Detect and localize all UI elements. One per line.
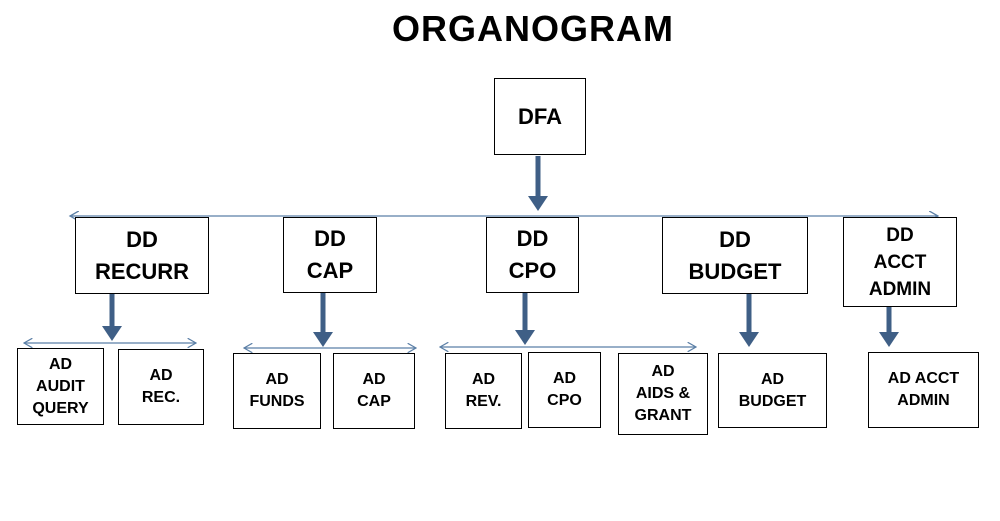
node-ad-budget-label: AD BUDGET	[738, 370, 807, 410]
node-ad-cap: AD CAP	[333, 353, 415, 429]
node-ad-aids-grant: AD AIDS & GRANT	[618, 353, 708, 435]
node-ad-funds-label: AD FUNDS	[249, 371, 305, 410]
node-ad-cap-label: AD CAP	[357, 371, 391, 410]
diagram-title: ORGANOGRAM	[392, 8, 674, 49]
node-ad-funds: AD FUNDS	[233, 353, 321, 429]
node-dd-cap-label: DD CAP	[306, 226, 354, 283]
node-ad-cpo: AD CPO	[528, 352, 601, 428]
node-ad-rec-label: AD REC.	[141, 367, 181, 406]
node-dd-recurr: DD RECURR	[75, 217, 209, 294]
node-ad-audit-query-label: AD AUDIT QUERY	[32, 355, 89, 417]
node-dd-acct-admin: DD ACCT ADMIN	[843, 217, 957, 307]
node-dd-cpo: DD CPO	[486, 217, 579, 293]
node-ad-audit-query: AD AUDIT QUERY	[17, 348, 104, 425]
node-dd-budget-label: DD BUDGET	[688, 226, 782, 284]
node-dd-cpo-label: DD CPO	[508, 226, 557, 283]
node-dd-cap: DD CAP	[283, 217, 377, 293]
node-ad-aids-grant-label: AD AIDS & GRANT	[634, 363, 692, 424]
node-dfa-label: DFA	[518, 103, 562, 129]
node-dd-budget: DD BUDGET	[662, 217, 808, 294]
node-ad-rev-label: AD REV.	[465, 371, 502, 410]
node-ad-rec: AD REC.	[118, 349, 204, 425]
node-ad-cpo-label: AD CPO	[547, 370, 582, 409]
node-dd-acct-admin-label: DD ACCT ADMIN	[868, 224, 932, 300]
node-ad-rev: AD REV.	[445, 353, 522, 429]
node-dfa: DFA	[494, 78, 586, 155]
node-ad-budget: AD BUDGET	[718, 353, 827, 428]
node-ad-acct-admin: AD ACCT ADMIN	[868, 352, 979, 428]
node-dd-recurr-label: DD RECURR	[94, 226, 190, 284]
node-ad-acct-admin-label: AD ACCT ADMIN	[887, 370, 960, 409]
